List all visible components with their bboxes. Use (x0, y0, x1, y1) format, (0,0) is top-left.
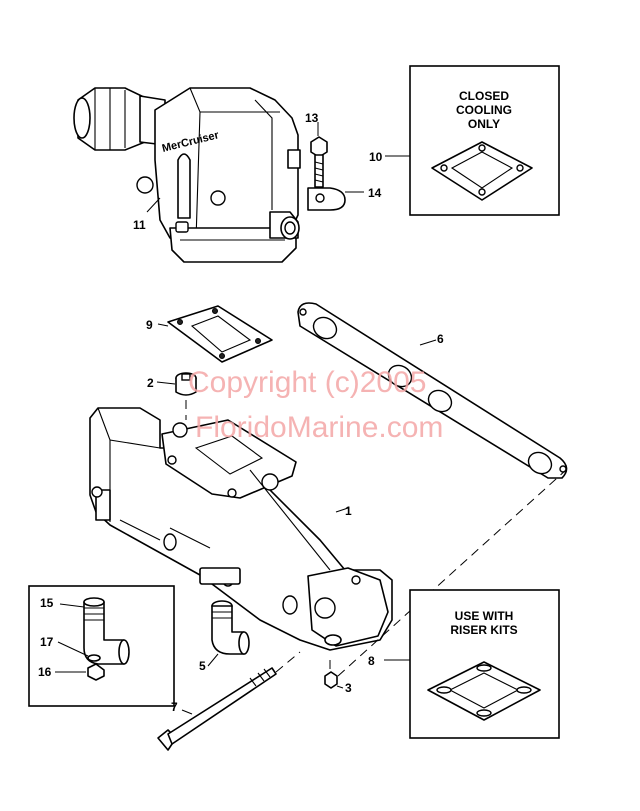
callout-17: 17 (40, 635, 54, 649)
callout-2: 2 (147, 376, 154, 390)
pipe-plug (175, 372, 197, 396)
watermark-line-1: Copyright (c)2005 (188, 366, 426, 399)
gasket (167, 305, 273, 363)
callout-10: 10 (369, 150, 383, 164)
long-gasket (297, 302, 568, 479)
drain-plug (324, 671, 338, 689)
riser-kits-inset: USE WITH RISER KITS (409, 589, 560, 739)
riser-kits-line-2: RISER KITS (450, 623, 517, 637)
callout-7: 7 (171, 700, 178, 714)
callout-8: 8 (368, 654, 375, 668)
callout-15: 15 (40, 596, 54, 610)
hose-elbow (211, 600, 250, 655)
exhaust-manifold (89, 407, 393, 651)
callout-16: 16 (38, 665, 52, 679)
watermark-line-2: FloridoMarine.com (195, 411, 443, 444)
callout-6: 6 (437, 332, 444, 346)
closed-cooling-line-1: CLOSED (459, 89, 509, 103)
callout-1: 1 (345, 504, 352, 518)
callout-3: 3 (345, 681, 352, 695)
closed-cooling-inset: CLOSED COOLING ONLY (409, 65, 560, 216)
callout-13: 13 (305, 111, 319, 125)
callout-9: 9 (146, 318, 153, 332)
callout-14: 14 (368, 186, 382, 200)
closed-cooling-line-3: ONLY (468, 117, 500, 131)
stud-bolt (157, 667, 277, 751)
riser-kits-line-1: USE WITH (455, 609, 514, 623)
callout-11: 11 (133, 218, 146, 232)
callout-5: 5 (199, 659, 206, 673)
closed-cooling-line-2: COOLING (456, 103, 512, 117)
fitting-inset (28, 585, 175, 707)
exhaust-elbow: MerCruiser (73, 87, 301, 263)
bolt-and-clamp (307, 136, 346, 211)
